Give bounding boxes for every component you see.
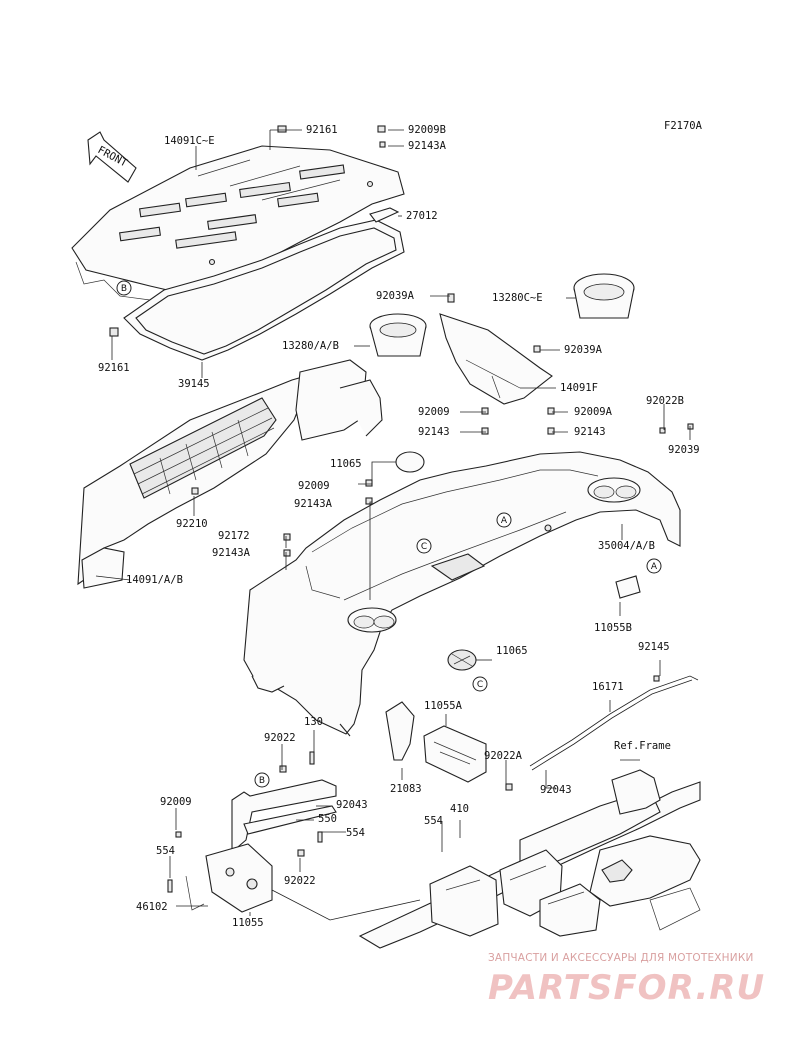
part-label: 92009A xyxy=(574,406,613,418)
part-label: 92022B xyxy=(646,395,684,407)
callout-a-right: A xyxy=(646,558,662,574)
part-label: 550 xyxy=(318,813,337,825)
cup-holder-13280ab xyxy=(369,313,427,357)
bracket-14091f xyxy=(439,293,553,405)
part-label: 14091F xyxy=(560,382,598,394)
part-label: 554 xyxy=(424,815,443,827)
grille-panel-14091ab xyxy=(77,359,383,589)
part-label: 14091C~E xyxy=(164,135,215,147)
part-label: 92161 xyxy=(306,124,338,136)
part-label: 16171 xyxy=(592,681,624,693)
svg-text:C: C xyxy=(421,542,427,552)
part-label: 92022A xyxy=(484,750,523,762)
part-label: 11055B xyxy=(594,622,632,634)
part-label: 92039A xyxy=(376,290,415,302)
bracket-11055b xyxy=(615,575,641,599)
part-label: 11065 xyxy=(330,458,362,470)
figure-code: F2170A xyxy=(664,120,703,132)
part-label: 92161 xyxy=(98,362,130,374)
callout-b-bottom: B xyxy=(254,772,270,788)
part-label: 13280/A/B xyxy=(282,340,339,352)
part-label: 92145 xyxy=(638,641,670,653)
part-label: 554 xyxy=(346,827,365,839)
leader-lines xyxy=(95,129,691,921)
part-label: 13280C~E xyxy=(492,292,543,304)
part-label: 92210 xyxy=(176,518,208,530)
part-label: 410 xyxy=(450,803,469,815)
svg-text:A: A xyxy=(501,516,508,526)
svg-text:A: A xyxy=(651,562,658,572)
part-label: 14091/A/B xyxy=(126,574,183,586)
part-label: 92009 xyxy=(160,796,192,808)
part-label: 92022 xyxy=(264,732,296,744)
callout-c-body: C xyxy=(416,538,432,554)
mat-11065-top xyxy=(395,451,425,473)
part-label: Ref.Frame xyxy=(614,740,671,752)
clip-92161-left xyxy=(109,327,119,337)
part-label: 92009B xyxy=(408,124,446,136)
part-label: 92039A xyxy=(564,344,603,356)
part-label: 92043 xyxy=(540,784,572,796)
svg-text:B: B xyxy=(121,284,127,294)
part-label: 92143A xyxy=(294,498,333,510)
part-label: 46102 xyxy=(136,901,168,913)
part-label: 92172 xyxy=(218,530,250,542)
cable-16171 xyxy=(529,675,699,771)
callout-a-body: A xyxy=(496,512,512,528)
part-label: 92043 xyxy=(336,799,368,811)
part-label: 11055 xyxy=(232,917,264,929)
fastener-92009-92143 xyxy=(283,407,694,682)
part-label: 92039 xyxy=(668,444,700,456)
part-label: 92009 xyxy=(418,406,450,418)
callout-b-top: B xyxy=(116,280,132,296)
part-label: 92143A xyxy=(408,140,447,152)
cup-holder-13280ce xyxy=(573,273,635,319)
bolt-92009b xyxy=(377,125,386,148)
grommet-11065-bottom xyxy=(447,649,477,671)
part-label: 27012 xyxy=(406,210,438,222)
roof-panel xyxy=(71,145,405,307)
part-label: 92143 xyxy=(418,426,450,438)
svg-text:C: C xyxy=(477,680,483,690)
svg-text:B: B xyxy=(259,776,265,786)
part-label: 35004/A/B xyxy=(598,540,655,552)
seal-39145 xyxy=(123,219,405,361)
part-label: 92009 xyxy=(298,480,330,492)
part-label: 130 xyxy=(304,716,323,728)
clip-92161-top xyxy=(277,125,287,133)
front-arrow-icon: FRONT xyxy=(87,131,137,183)
watermark-logo: PARTSFOR.RU xyxy=(488,968,766,1008)
body-35004ab xyxy=(243,451,681,737)
callout-c-bottom: C xyxy=(472,676,488,692)
watermark-tagline: ЗАПЧАСТИ И АКСЕССУАРЫ ДЛЯ МОТОТЕХНИКИ xyxy=(488,952,754,964)
part-label: 11055A xyxy=(424,700,463,712)
part-label: 554 xyxy=(156,845,175,857)
bracket-27012 xyxy=(369,207,400,223)
part-label: 21083 xyxy=(390,783,422,795)
part-label: 11065 xyxy=(496,645,528,657)
part-label: 92143A xyxy=(212,547,251,559)
part-label: 92022 xyxy=(284,875,316,887)
part-label: 92143 xyxy=(574,426,606,438)
frame-ref xyxy=(358,769,701,949)
part-label: 39145 xyxy=(178,378,210,390)
